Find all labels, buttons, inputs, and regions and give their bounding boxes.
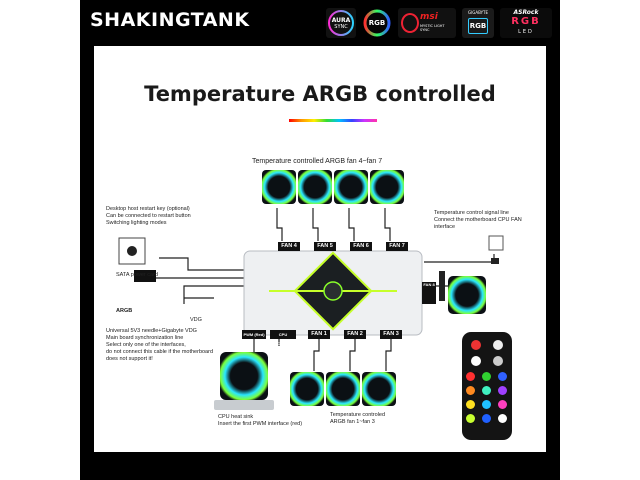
fan-1 (290, 372, 324, 406)
asrock-text: ASRock (513, 9, 539, 16)
pwm-red-tag: PWM (Red) (242, 330, 266, 339)
fan-7 (370, 170, 404, 204)
cpu-heatsink (214, 400, 274, 410)
fan-4-tag: FAN 4 (278, 242, 300, 251)
remote-button (466, 372, 475, 381)
msi-sync-text: MYSTIC LIGHT SYNC (420, 24, 445, 32)
cpu-note: CPU heat sink Insert the first PWM inter… (218, 414, 303, 427)
fan-2 (326, 372, 360, 406)
brand-name: SHAKINGTANK (90, 9, 250, 31)
bottom-group-caption: Temperature controled ARGB fan 1~fan 3 (330, 412, 386, 425)
cpu-cooler (220, 352, 268, 400)
cpu-cooler-tag: CPU COOLER (270, 330, 296, 346)
restart-key-note: Desktop host restart key (optional) Can … (106, 206, 191, 226)
remote-button (466, 386, 475, 395)
fan-5-tag: FAN 5 (314, 242, 336, 251)
fan-8 (448, 276, 486, 314)
remote-button (493, 340, 503, 350)
remote-button (466, 414, 475, 423)
fan-6-tag: FAN 6 (350, 242, 372, 251)
aura-line1: AURA (331, 17, 351, 24)
gigabyte-text: GIGABYTE (467, 10, 489, 15)
asrock-led-text: LED (518, 29, 534, 35)
msi-dragon-icon (401, 13, 419, 33)
argb-label: ARGB (116, 308, 133, 314)
fan-5 (298, 170, 332, 204)
remote-button (482, 400, 491, 409)
aura-line2: SYNC (334, 24, 348, 30)
fan-8-tag: FAN 8 (422, 282, 436, 304)
sync-note: Universal 5V3 needle+Gigabyte VDG Main b… (106, 328, 214, 362)
remote-button (493, 356, 503, 366)
fan-2-tag: FAN 2 (344, 330, 366, 339)
remote-button (498, 400, 507, 409)
rgb-circle-text: RGB (368, 19, 386, 27)
top-group-caption: Temperature controlled ARGB fan 4~fan 7 (252, 158, 383, 165)
gigabyte-rgb-text: RGB (468, 18, 488, 34)
msi-mystic-light-sync-logo: msi MYSTIC LIGHT SYNC (398, 8, 456, 38)
fan-3-tag: FAN 3 (380, 330, 402, 339)
fan-7-tag: FAN 7 (386, 242, 408, 251)
sata-label: SATA power card (116, 272, 158, 278)
vdg-label: VDG (190, 317, 202, 323)
remote-button (498, 386, 507, 395)
remote-button (471, 356, 481, 366)
asus-aura-sync-logo: AURA SYNC (326, 8, 356, 38)
msi-text: msi (420, 12, 438, 22)
header-bar: SHAKINGTANK AURA SYNC RGB (80, 0, 560, 44)
fan-1-tag: FAN 1 (308, 330, 330, 339)
gigabyte-rgb-fusion-logo: GIGABYTE RGB (462, 8, 494, 38)
remote-button (498, 414, 507, 423)
signal-note: Temperature control signal line Connect … (434, 210, 522, 230)
remote-button (482, 372, 491, 381)
diagram-canvas: Temperature ARGB controlled Temperature … (94, 46, 546, 452)
rgb-ring-icon (363, 9, 391, 37)
rainbow-underline (289, 119, 377, 122)
remote-button (482, 386, 491, 395)
remote-power-button (471, 340, 481, 350)
aura-ring-icon (328, 10, 354, 36)
fan-6 (334, 170, 368, 204)
fan-3 (362, 372, 396, 406)
asrock-rgb-text: RGB (511, 16, 541, 27)
remote-button (482, 414, 491, 423)
remote-control (462, 332, 512, 440)
diagram-title: Temperature ARGB controlled (144, 82, 496, 106)
rgb-circle-logo: RGB (362, 8, 392, 38)
remote-button (498, 372, 507, 381)
fan-4 (262, 170, 296, 204)
product-image-frame: SHAKINGTANK AURA SYNC RGB (80, 0, 560, 480)
asrock-rgb-led-logo: ASRock RGB LED (500, 8, 552, 38)
remote-button (466, 400, 475, 409)
